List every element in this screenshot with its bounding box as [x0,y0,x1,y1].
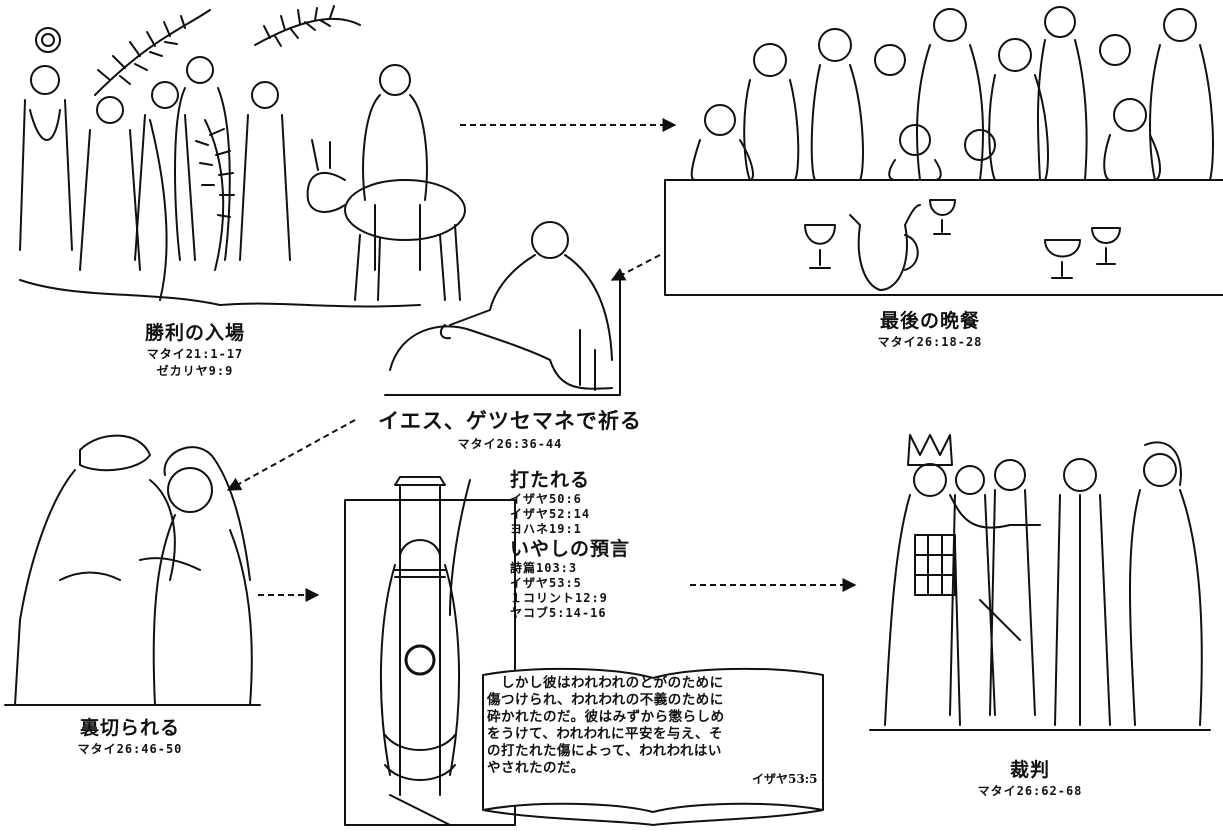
trial-caption: 裁判 マタイ26:62-68 [978,755,1083,799]
supper-caption: 最後の晩餐 マタイ26:18-28 [878,306,983,350]
entry-ref-2: ゼカリヤ9:9 [156,364,234,378]
scroll-line-6: やされたのだ。 [487,760,585,776]
betrayal-title: 裏切られる [79,717,180,739]
scroll-frame [482,667,824,827]
trial-ref-1: マタイ26:62-68 [977,784,1083,798]
healing-ref-2: イザヤ53:5 [510,576,582,590]
betrayal-caption: 裏切られる マタイ26:46-50 [78,713,183,757]
gethsemane-title: イエス、ゲツセマネで祈る [378,408,642,433]
entry-caption: 勝利の入場 マタイ21:1-17 ゼカリヤ9:9 [145,318,245,379]
entry-title: 勝利の入場 [144,322,246,344]
gethsemane-illustration [384,221,621,396]
scourging-ref-3: ヨハネ19:1 [510,522,582,536]
trial-illustration [869,434,1211,731]
supper-title: 最後の晩餐 [879,310,980,332]
scroll-line-3: 砕かれたのだ。彼はみずから懲らしめ [487,709,725,725]
gethsemane-caption: イエス、ゲツセマネで祈る マタイ26:36-44 [378,405,642,452]
scroll-line-1: しかし彼はわれわれのとがのために [487,675,724,691]
scourging-ref-2: イザヤ52:14 [510,507,591,521]
scroll-line-5: の打たれた傷によって、われわれはい [487,743,722,759]
healing-ref-4: ヤコブ5:14-16 [510,606,607,620]
triumphal-entry-illustration [19,5,466,308]
betrayal-ref-1: マタイ26:46-50 [77,742,183,756]
betrayal-illustration [4,434,261,706]
healing-ref-3: １コリント12:9 [510,591,608,605]
scourging-illustration [344,476,516,826]
scourging-ref-1: イザヤ50:6 [510,492,582,506]
gethsemane-ref-1: マタイ26:36-44 [457,437,563,451]
scourging-title: 打たれる [510,469,591,491]
healing-title: いやしの預言 [510,538,631,560]
entry-ref-1: マタイ21:1-17 [146,347,244,361]
supper-ref-1: マタイ26:18-28 [877,335,983,349]
last-supper-illustration [664,6,1223,296]
scroll-citation: イザヤ53:5 [752,772,818,786]
scourging-references: 打たれる イザヤ50:6 イザヤ52:14 ヨハネ19:1 いやしの預言 詩篇1… [510,468,630,621]
healing-ref-1: 詩篇103:3 [510,561,578,575]
trial-title: 裁判 [1009,759,1050,781]
scroll-line-4: をうけて、われわれに平安を与え、そ [487,726,723,742]
scroll-quote: しかし彼はわれわれのとがのために 傷つけられ、われわれの不義のために 砕かれたの… [487,675,822,777]
scroll-line-2: 傷つけられ、われわれの不義のために [487,692,724,708]
